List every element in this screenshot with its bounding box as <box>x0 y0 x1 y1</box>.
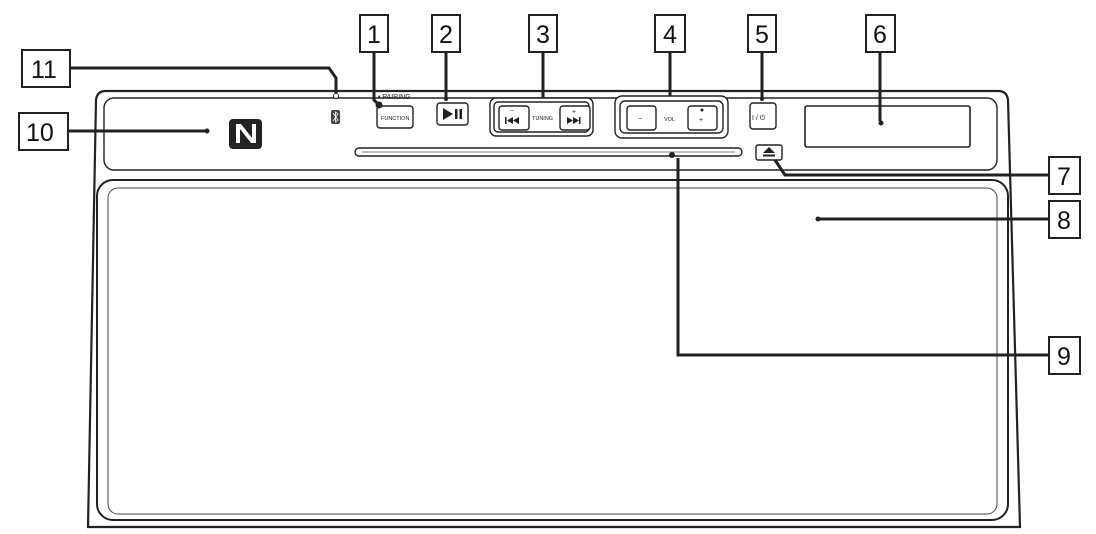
svg-text:4: 4 <box>663 21 677 49</box>
leader-lines <box>68 52 1049 357</box>
svg-text:2: 2 <box>439 21 453 49</box>
callout-6: 6 <box>865 14 896 53</box>
callout-9: 9 <box>1048 336 1081 375</box>
tuning-button-group: − TUNING + <box>489 97 594 137</box>
display-window <box>804 105 971 148</box>
callout-5: 5 <box>747 14 777 53</box>
play-pause-icon <box>443 108 462 120</box>
svg-text:10: 10 <box>26 119 54 147</box>
bluetooth-icon <box>331 110 340 124</box>
svg-text:8: 8 <box>1057 207 1071 235</box>
tuning-label: TUNING <box>532 116 553 122</box>
n-mark-icon <box>229 119 262 149</box>
callout-3: 3 <box>528 14 558 53</box>
callout-8: 8 <box>1048 200 1081 239</box>
callout-1: 1 <box>359 14 389 53</box>
function-button[interactable] <box>376 105 414 129</box>
power-icon: I / ⏻ <box>752 114 766 122</box>
previous-track-icon <box>505 117 519 124</box>
function-button-group: • PAIRING FUNCTION <box>376 94 414 129</box>
volume-minus-label: − <box>638 116 642 123</box>
disc-slot <box>354 147 743 157</box>
bluetooth-indicator <box>331 93 340 124</box>
svg-text:9: 9 <box>1057 343 1071 371</box>
callout-7: 7 <box>1048 156 1081 195</box>
tuning-plus-button[interactable] <box>559 105 591 131</box>
svg-text:7: 7 <box>1057 163 1071 191</box>
tuning-minus-label: − <box>510 108 514 115</box>
function-label: FUNCTION <box>381 116 409 122</box>
front-grille-panel <box>96 179 1009 521</box>
svg-text:1: 1 <box>367 21 381 49</box>
callout-4: 4 <box>654 14 686 53</box>
svg-text:11: 11 <box>31 56 57 84</box>
volume-label: VOL <box>664 117 675 123</box>
callout-10: 10 <box>18 112 69 151</box>
next-track-icon <box>567 117 581 124</box>
svg-text:6: 6 <box>873 21 887 49</box>
front-grille-inner <box>107 187 998 515</box>
eject-button-group <box>755 144 783 161</box>
pairing-label: • PAIRING <box>378 94 411 101</box>
svg-text:5: 5 <box>755 21 769 49</box>
volume-minus-button[interactable] <box>626 105 657 131</box>
eject-icon <box>763 147 775 157</box>
speaker-body <box>86 89 1022 529</box>
bluetooth-indicator-lamp <box>333 93 339 99</box>
volume-plus-button[interactable] <box>687 105 718 131</box>
callout-2: 2 <box>431 14 461 53</box>
svg-text:3: 3 <box>536 21 550 49</box>
volume-button-group: − VOL + <box>614 95 729 139</box>
play-pause-button-group <box>436 97 469 126</box>
tuning-plus-label: + <box>572 109 576 116</box>
callout-11: 11 <box>21 49 71 88</box>
volume-plus-label: + <box>699 117 703 124</box>
power-button[interactable] <box>749 102 777 130</box>
